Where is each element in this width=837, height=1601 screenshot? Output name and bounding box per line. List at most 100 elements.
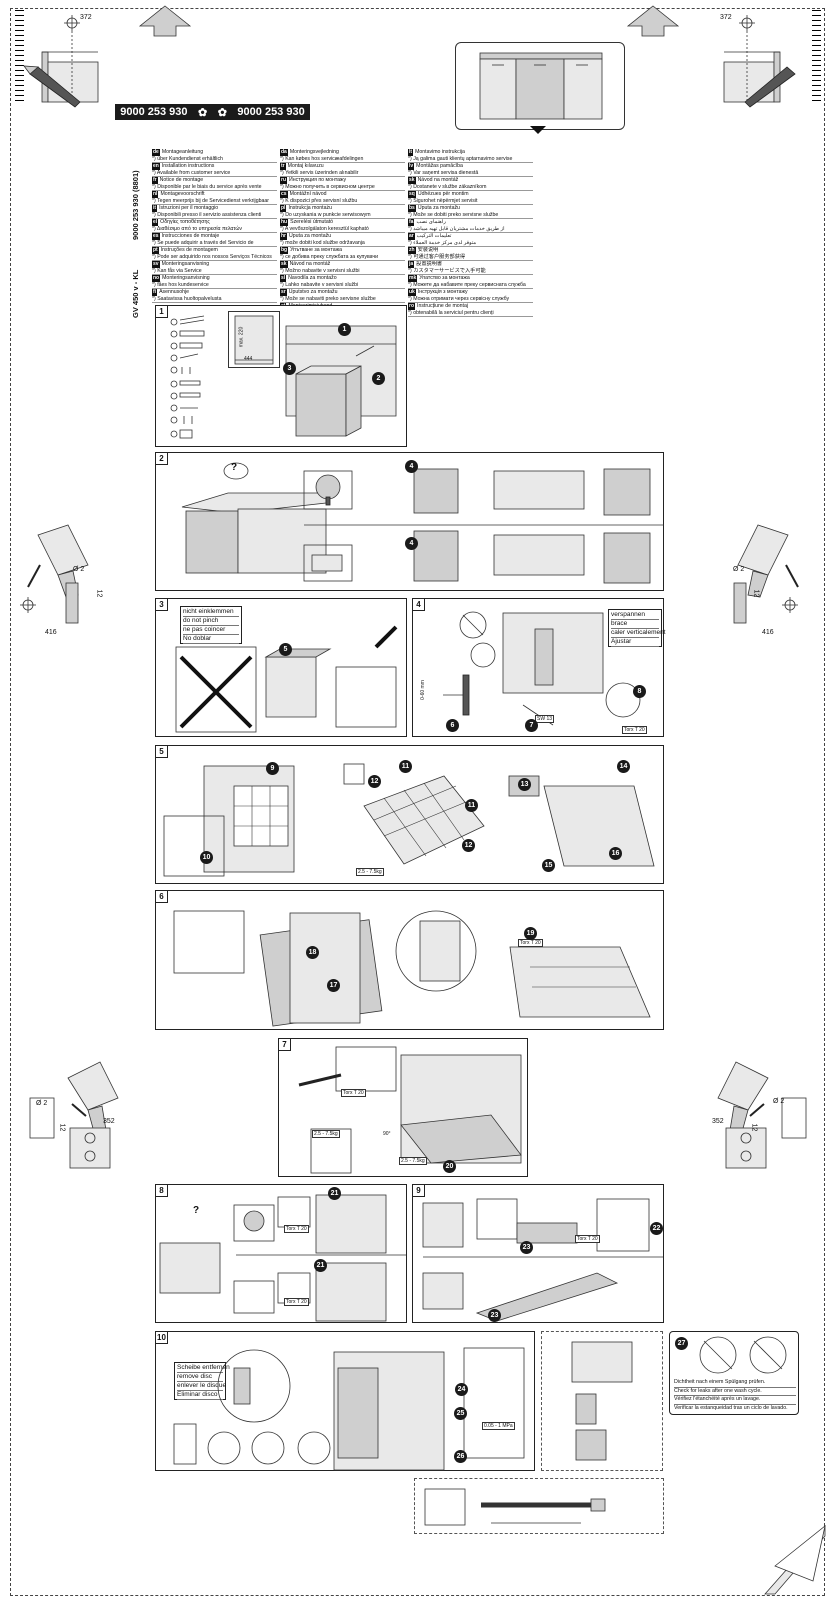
worktop-material-options [303, 468, 664, 584]
language-code: tr [280, 163, 286, 170]
step-marker: 2 [372, 372, 385, 385]
language-note: *) Можна отримати через сервісну службу [408, 295, 510, 302]
language-code: fa [408, 219, 415, 226]
drill-icon [733, 524, 799, 624]
disc-label-en: remove disc [177, 1373, 223, 1382]
language-title: Notice de montage [159, 177, 204, 183]
height-adjust-diagram [443, 611, 641, 726]
torx-tag: Torx T 20 [622, 726, 647, 734]
worktop-diagram [181, 462, 327, 574]
disc-label-fr: enlever le disque [177, 1382, 227, 1391]
language-code: es [152, 233, 160, 240]
step-marker: 22 [650, 1222, 663, 1235]
disc-label-de: Scheibe entfernen [177, 1364, 230, 1373]
dim-foot-range: 0-60 mm [419, 680, 426, 700]
side-title-model: GV 450 v - KL [131, 269, 140, 318]
language-title: Montavimo instrukcija [415, 149, 465, 155]
step-marker: 12 [368, 775, 381, 788]
step-marker: 21 [328, 1187, 341, 1200]
language-title: Szerelési útmutató [290, 219, 334, 225]
drill-diameter-right: Ø 2 [733, 566, 745, 573]
step-panel-2: 2 ? 4 4 [155, 452, 664, 591]
dim-height: max. 220 [238, 326, 245, 348]
decor-door-diagram [173, 910, 651, 1027]
language-code: sk [408, 177, 416, 184]
language-title: Інструкція з монтажу [417, 289, 468, 295]
question-icon: ? [231, 462, 238, 473]
language-note: *) Saatavissa huoltopalvelusta [152, 295, 222, 302]
leak-check-diagram [699, 1336, 787, 1374]
drill-depth-left-low: 12 [58, 1123, 66, 1132]
step-panel-4: 4 verspannen brace caler verticalement A… [412, 598, 666, 737]
language-title: Asennusohje [159, 289, 190, 295]
step-panel-8: 8 ? Torx T 20 Torx T 20 21 21 [155, 1184, 407, 1323]
step-panel-7: 7 Torx T 20 2.5 - 7.5kg 2.5 - 7.5kg 90° … [278, 1038, 528, 1177]
water-connection-diagram [173, 1347, 525, 1471]
part-number-right: 9000 253 930 [237, 106, 305, 118]
language-code: bs [408, 205, 416, 212]
language-title: Installation instructions [161, 163, 215, 169]
language-code: lv [408, 163, 415, 170]
language-note: *) се добива преку службата за купувачи [280, 253, 379, 260]
brace-label-de: verspannen [611, 611, 659, 620]
language-code: sr [280, 289, 287, 296]
step-marker: 14 [617, 760, 630, 773]
pressure-tag: 0.05 - 1 MPa [482, 1422, 515, 1430]
language-title: Monteringsanvisning [161, 261, 210, 267]
panel-number: 7 [279, 1039, 291, 1051]
step-marker: 7 [525, 719, 538, 732]
leak-check-de: Dichtheit nach einem Spülgang prüfen. [674, 1379, 796, 1388]
leak-check-es: Verificar la estanqueidad tras un ciclo … [674, 1404, 788, 1411]
language-title: تعليمات التركيب [416, 233, 452, 239]
language-note: *) Kan købes hos servicæafdelingen [280, 155, 364, 162]
wrench-size-tag: SW 13 [535, 715, 555, 723]
language-code: zh [408, 247, 416, 254]
step-marker: 18 [306, 946, 319, 959]
step-marker: 27 [675, 1337, 688, 1350]
language-title: Montāžas pamācība [416, 163, 463, 169]
page-curl-icon [764, 1524, 826, 1595]
language-note: *) カスタマーサービスで入手可能 [408, 267, 486, 274]
step-marker: 4 [405, 460, 418, 473]
language-note: *) Var saņemt servisa dienestā [408, 169, 479, 176]
drill-diameter-right-low: Ø 2 [773, 1098, 785, 1105]
step-marker: 26 [454, 1450, 467, 1463]
step-marker: 23 [520, 1241, 533, 1254]
drill-offset-right-low: 352 [712, 1118, 724, 1125]
side-title-code: 9000 253 930 (8801) [131, 170, 140, 240]
language-note: *) može dobiti kod službe održavanja [280, 239, 365, 246]
language-title: Uputa za montažu [289, 233, 332, 239]
dim-width: 444 [244, 356, 253, 362]
step-panel-1: 1 444 max. 220 1 2 3 [155, 305, 407, 447]
language-title: Инструкция по монтажу [289, 177, 347, 183]
language-title: راهنمای نصب [416, 219, 446, 225]
parts-list-diagram [170, 315, 205, 439]
language-code: hu [280, 219, 289, 226]
language-title: Упатство за монтажа [419, 275, 470, 281]
language-code: mk [408, 275, 418, 282]
plinth-fitting-diagram [422, 1198, 663, 1322]
hose-extension-diagram [424, 1488, 606, 1526]
language-note: *) متوفر لدى مركز خدمة العملاء [408, 239, 477, 246]
language-code: ru [280, 177, 287, 184]
step-panel-3: 3 nicht einklemmen do not pinch ne pas c… [155, 598, 407, 737]
language-title: Uputstvo za montažu [288, 289, 338, 295]
ruler-left [15, 10, 24, 102]
down-pointer [530, 126, 546, 134]
brace-label-fr: caler verticalement [611, 629, 666, 638]
language-note: *) Ją galima gauti klientų aptarnavimo s… [408, 155, 513, 162]
language-title: Navodila za montažo [288, 275, 337, 281]
drill-icon [20, 524, 89, 624]
brace-label-es: Ajustar [611, 638, 659, 647]
language-note: *) از طریق خدمات مشتریان قابل تهیه میباش… [408, 225, 505, 232]
language-note: *) Može se dobiti preko servisne službe [408, 211, 499, 218]
language-note: *) fåes hos kundeservice [152, 281, 209, 288]
